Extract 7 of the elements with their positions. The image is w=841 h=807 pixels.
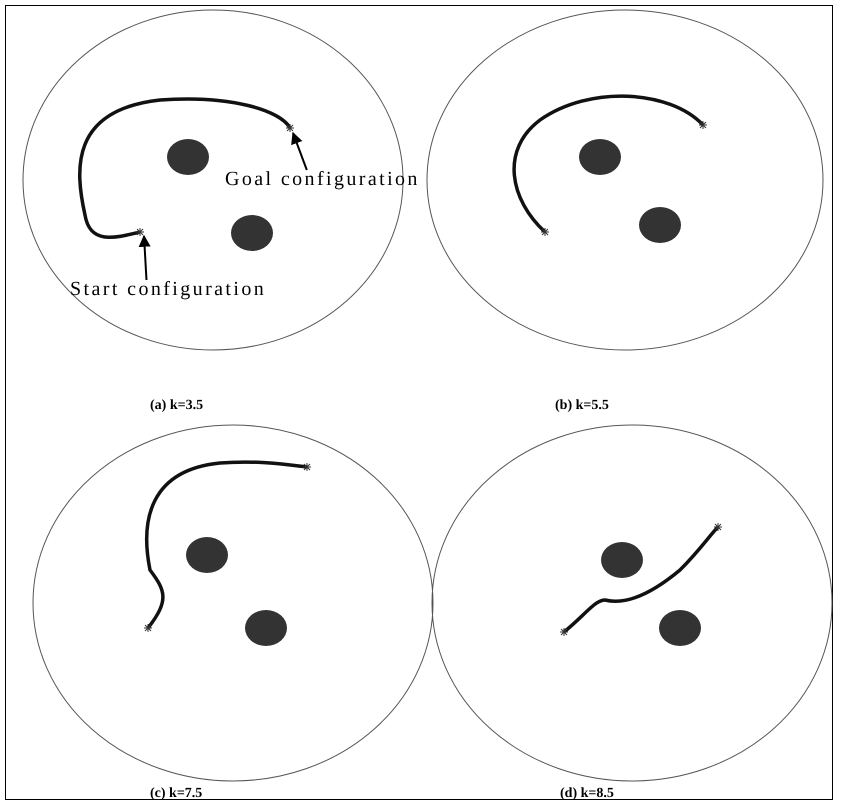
- panel-caption: (c) k=7.5: [150, 786, 202, 802]
- leader-arrow: [138, 234, 151, 280]
- panel-caption: (d) k=8.5: [560, 786, 614, 802]
- panel-caption: (b) k=5.5: [555, 398, 609, 414]
- callout-text: Start configuration: [70, 278, 266, 301]
- leader-arrow: [291, 132, 308, 170]
- panel-caption: (a) k=3.5: [150, 398, 204, 414]
